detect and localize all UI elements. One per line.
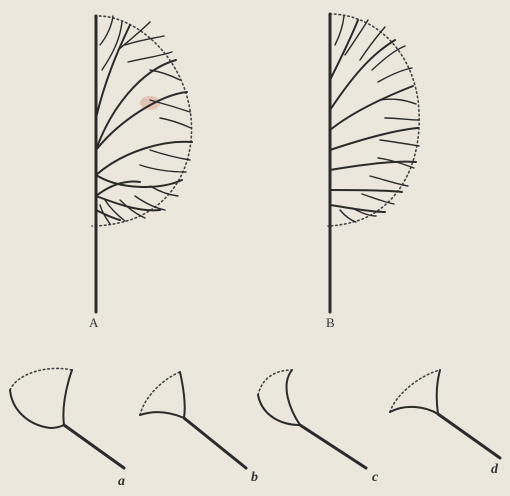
vein-b [385,118,419,120]
vein-b [335,16,344,45]
small-figure-c [258,370,366,468]
vein-a [160,118,191,128]
vein-a [102,22,122,70]
small-outline-b [140,372,180,415]
vein-b [340,210,356,222]
branch-a2 [96,25,130,118]
vein-a [125,36,164,45]
small-edge-c [258,395,300,425]
vein-b [380,99,416,104]
small-edge-b [180,372,185,418]
vein-b [372,46,405,70]
small-figure-b [140,372,246,468]
vein-b [380,140,419,146]
vein-b [370,176,408,186]
branch-a8 [96,210,120,220]
vein-a [128,52,172,62]
vein-a [150,70,180,80]
label-d: d [491,462,498,478]
small-edge-d [437,370,440,414]
figure-a-upper-venation [92,16,192,312]
figure-b-upper-venation [328,14,419,312]
small-edge-c [287,370,300,425]
small-figure-d [390,370,500,458]
small-edge-a [63,370,72,425]
vein-a [100,16,113,45]
label-b: b [251,470,258,486]
small-edge-b [140,412,184,418]
branch-a6 [96,196,160,210]
small-stem-d [438,414,500,458]
small-edge-d [390,407,438,414]
vein-b [362,194,394,204]
branch-b5 [330,162,416,170]
branch-a7 [96,182,140,196]
small-edge-a [10,390,50,428]
small-outline-a [10,368,72,390]
small-figure-a [10,368,124,468]
branch-b6 [330,190,402,192]
vein-a [150,150,190,160]
small-edge-a [50,425,64,428]
label-c: c [372,470,378,486]
stain-mark [140,96,160,110]
vein-a [140,165,186,172]
branch-b4 [330,128,418,150]
label-B: B [326,315,335,331]
small-outline-d [390,370,440,412]
small-stem-c [300,425,366,468]
small-stem-b [184,418,246,468]
branch-a4 [96,142,192,175]
label-a: a [118,474,125,490]
branch-b2 [330,20,358,80]
small-stem-a [64,425,124,468]
vein-a [135,196,165,210]
vein-b [378,68,412,82]
vein-b [360,27,385,60]
leaf-outline-a [92,16,192,226]
label-A: A [89,315,98,331]
